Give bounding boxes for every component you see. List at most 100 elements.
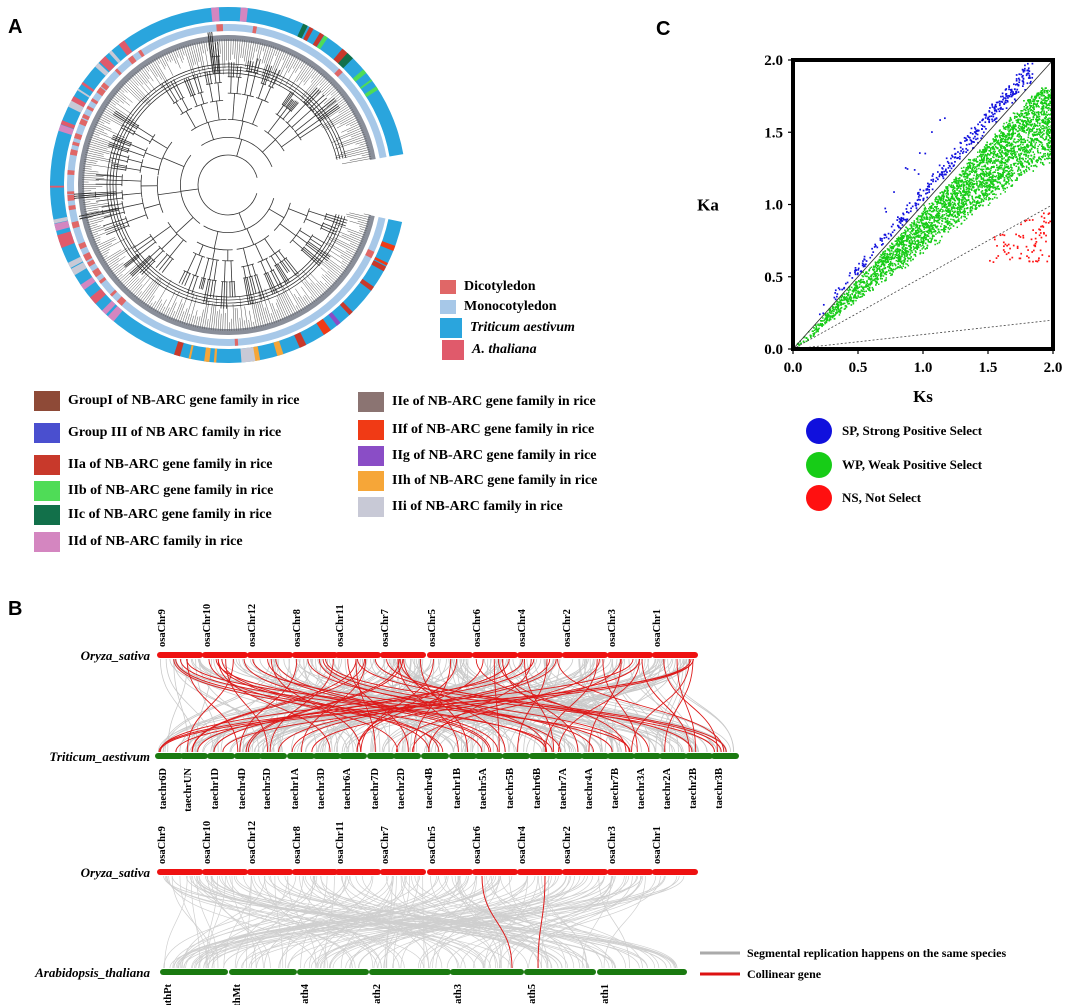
group-left-swatch-5 (34, 532, 60, 552)
group-right-swatch-0 (358, 392, 384, 412)
ta-label-taechr4D: taechr4D (237, 768, 248, 810)
ta-label-taechr4B: taechr4B (424, 768, 435, 809)
osa2-label-osaChr10: osaChr10 (202, 821, 213, 864)
osa2-label-osaChr4: osaChr4 (517, 825, 528, 864)
series-ns-points (989, 212, 1054, 263)
species-label-osa-bottom: Oryza_sativa (81, 865, 151, 880)
legend-ns: NS, Not Select (806, 485, 921, 511)
ta-label-taechr6B: taechr6B (532, 768, 543, 809)
ta-label-taechr7B: taechr7B (610, 768, 621, 809)
species-label-triticum: Triticum_aestivum (49, 749, 150, 764)
legend-label-wp: WP, Weak Positive Select (842, 457, 983, 472)
reference-line-1 (792, 204, 1054, 350)
group-left-label-1: Group III of NB ARC family in rice (68, 425, 282, 440)
y-axis-label: Ka (697, 196, 719, 215)
x-axis-label: Ks (913, 387, 933, 406)
osa2-label-osaChr3: osaChr3 (607, 826, 618, 864)
legend-label-monocotyledon: Monocotyledon (464, 299, 557, 314)
ath-label-ath5: ath5 (527, 984, 538, 1004)
ta-label-taechr1D: taechr1D (210, 768, 221, 810)
group-left-item-0: GroupI of NB-ARC gene family in rice (34, 391, 300, 411)
group-left-item-2: IIa of NB-ARC gene family in rice (34, 455, 273, 475)
ath-label-athMt: athMt (232, 984, 243, 1005)
group-left-label-2: IIa of NB-ARC gene family in rice (68, 457, 273, 472)
group-right-item-3: IIh of NB-ARC gene family in rice (358, 471, 597, 491)
group-left-label-4: IIc of NB-ARC gene family in rice (68, 507, 272, 522)
y-tick-label: 1.5 (764, 125, 783, 141)
legend-dicotyledon: Dicotyledon (440, 277, 575, 297)
group-left-swatch-1 (34, 423, 60, 443)
group-left-item-3: IIb of NB-ARC gene family in rice (34, 481, 273, 501)
species-label-osa-top: Oryza_sativa (81, 648, 151, 663)
legend-monocotyledon: Monocotyledon (440, 297, 575, 317)
legend-label-athaliana: A. thaliana (472, 342, 537, 357)
group-right-swatch-4 (358, 497, 384, 517)
legend-dot-ns (806, 485, 832, 511)
group-right-item-4: IIi of NB-ARC family in rice (358, 497, 563, 517)
legend-dot-wp (806, 452, 832, 478)
red-links-osa-ath (481, 875, 546, 969)
ta-label-taechr5D: taechr5D (262, 768, 273, 810)
legend-label-ns: NS, Not Select (842, 490, 922, 505)
y-tick-label: 1.0 (764, 198, 783, 214)
ta-label-taechr5A: taechr5A (478, 768, 489, 810)
osa-label-osaChr6: osaChr6 (472, 609, 483, 647)
ta-label-taechr2D: taechr2D (396, 768, 407, 810)
tree-legend: Dicotyledon Monocotyledon Triticum aesti… (440, 277, 575, 361)
reference-line-0 (792, 59, 1054, 350)
group-left-swatch-4 (34, 505, 60, 525)
osa-label-osaChr5: osaChr5 (427, 609, 438, 647)
panel-label-c: C (656, 18, 671, 40)
group-left-swatch-3 (34, 481, 60, 501)
group-right-item-0: IIe of NB-ARC gene family in rice (358, 392, 596, 412)
panel-label-b: B (8, 598, 23, 620)
ta-label-taechr2B: taechr2B (688, 768, 699, 809)
legend-label-triticum: Triticum aestivum (470, 320, 575, 335)
group-left-item-4: IIc of NB-ARC gene family in rice (34, 505, 272, 525)
ath-label-athPt: athPt (163, 984, 174, 1005)
legend-label-dicotyledon: Dicotyledon (464, 279, 536, 294)
ta-label-taechrUN: taechrUN (183, 768, 194, 812)
osa2-label-osaChr11: osaChr11 (335, 821, 346, 864)
x-tick-label: 1.5 (979, 360, 998, 376)
group-left-label-3: IIb of NB-ARC gene family in rice (68, 483, 274, 498)
osa-label-osaChr4: osaChr4 (517, 608, 528, 647)
osa-label-osaChr9: osaChr9 (157, 609, 168, 647)
legend-swatch-dicotyledon (440, 280, 456, 294)
group-right-swatch-2 (358, 446, 384, 466)
ath-label-ath4: ath4 (300, 983, 311, 1004)
osa2-label-osaChr9: osaChr9 (157, 826, 168, 864)
ta-label-taechr3D: taechr3D (316, 768, 327, 810)
ta-label-taechr4A: taechr4A (584, 768, 595, 810)
group-left-label-5: IId of NB-ARC family in rice (68, 534, 243, 549)
legend-swatch-monocotyledon (440, 300, 456, 314)
osa-label-osaChr1: osaChr1 (652, 609, 663, 647)
group-left-item-1: Group III of NB ARC family in rice (34, 423, 281, 443)
ta-label-taechr6D: taechr6D (158, 768, 169, 810)
group-right-label-3: IIh of NB-ARC gene family in rice (392, 473, 598, 488)
osa-label-osaChr2: osaChr2 (562, 609, 573, 647)
legend-swatch-athaliana (442, 340, 464, 360)
group-right-label-0: IIe of NB-ARC gene family in rice (392, 394, 596, 409)
ta-label-taechr2A: taechr2A (662, 768, 673, 810)
legend-swatch-triticum (440, 318, 462, 338)
legend-label-segmental: Segmental replication happens on the sam… (747, 946, 1006, 960)
legend-sp: SP, Strong Positive Select (806, 418, 982, 444)
series-sp-points (818, 62, 1034, 316)
ath-label-ath2: ath2 (372, 984, 383, 1004)
legend-label-collinear: Collinear gene (747, 967, 822, 981)
group-right-item-2: IIg of NB-ARC gene family in rice (358, 446, 597, 466)
legend-dot-sp (806, 418, 832, 444)
ta-label-taechr3B: taechr3B (714, 768, 725, 809)
ath-label-ath1: ath1 (600, 984, 611, 1004)
osa2-label-osaChr7: osaChr7 (380, 826, 391, 864)
group-left-item-5: IId of NB-ARC family in rice (34, 532, 243, 552)
y-tick-label: 0.5 (764, 270, 783, 286)
gray-links-osa-ta (157, 658, 735, 753)
group-left-label-0: GroupI of NB-ARC gene family in rice (68, 393, 300, 408)
osa2-label-osaChr1: osaChr1 (652, 826, 663, 864)
y-tick-label: 2.0 (764, 53, 783, 69)
osa-label-osaChr7: osaChr7 (380, 609, 391, 647)
